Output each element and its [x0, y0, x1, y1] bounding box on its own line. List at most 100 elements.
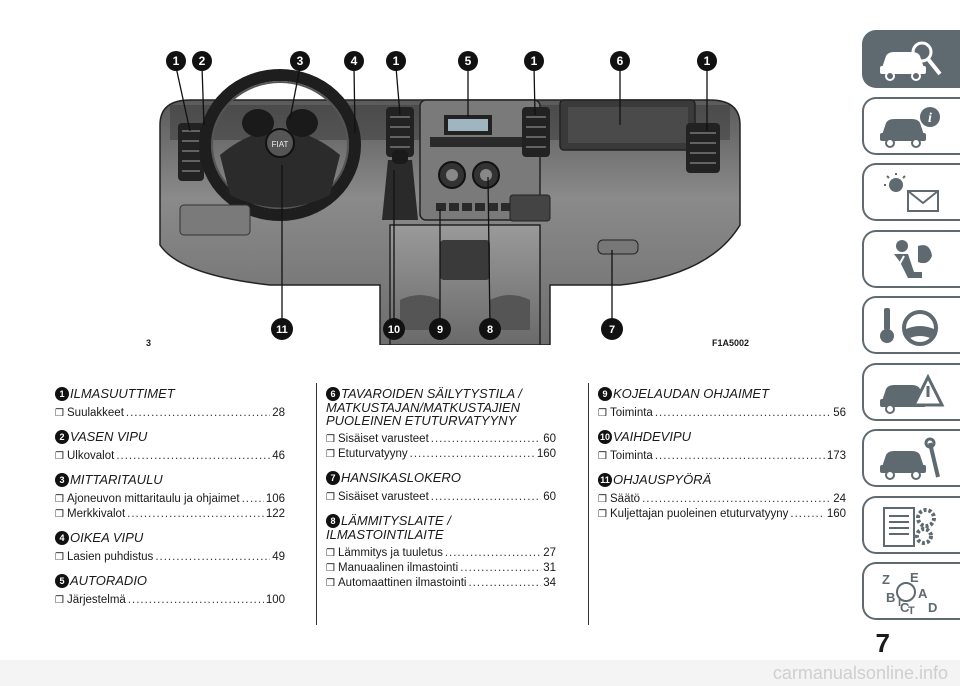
tab-safety[interactable] [862, 229, 960, 288]
section-title: KOJELAUDAN OHJAIMET [613, 386, 770, 401]
dashboard-illustration: FIAT [159, 51, 741, 345]
toc-entry[interactable]: ❒Sisäiset varusteet60 [326, 432, 556, 447]
section-number: 3 [55, 473, 69, 487]
callout-5: 5 [465, 54, 472, 68]
toc-entry[interactable]: ❒Kuljettajan puoleinen etuturvatyyny160 [598, 507, 846, 522]
callout-6: 6 [617, 54, 624, 68]
tab-index[interactable]: Z E A B C T D I [862, 562, 960, 620]
callout-7: 7 [609, 324, 615, 336]
svg-text:B: B [886, 590, 895, 605]
column-divider [588, 383, 589, 625]
section-number: 4 [55, 531, 69, 545]
figure-code: F1A5002 [712, 338, 750, 348]
section-number: 1 [55, 387, 69, 401]
tab-starting-driving[interactable] [862, 296, 960, 354]
svg-text:T: T [908, 605, 915, 616]
toc-entry[interactable]: ❒Ulkovalot46 [55, 449, 285, 464]
section-title-line: ILMASTOINTILAITE [326, 527, 444, 542]
tab-getting-to-know-vehicle[interactable] [862, 30, 960, 88]
toc-entry[interactable]: ❒Järjestelmä100 [55, 593, 285, 608]
callout-11: 11 [276, 324, 288, 336]
callout-1b: 1 [393, 54, 400, 68]
section-title: AUTORADIO [70, 573, 148, 588]
callout-2: 2 [199, 54, 206, 68]
toc-entry[interactable]: ❒Suulakkeet28 [55, 406, 285, 421]
technical-data-gears-icon [883, 506, 936, 547]
toc-entry[interactable]: ❒Automaattinen ilmastointi34 [326, 576, 556, 591]
section-title-line: PUOLEINEN ETUTURVATYYNY [326, 413, 517, 428]
toc-entry[interactable]: ❒Ajoneuvon mittaritaulu ja ohjaimet106 [55, 492, 285, 507]
section-title: LÄMMITYSLAITE / [341, 513, 451, 528]
toc-entry[interactable]: ❒Toiminta173 [598, 449, 846, 464]
toc-entry[interactable]: ❒Lasien puhdistus49 [55, 550, 285, 565]
toc-entry[interactable]: ❒Toiminta56 [598, 406, 846, 421]
chapter-tabs: i [856, 30, 960, 629]
section-number: 10 [598, 430, 612, 444]
airbag-seat-icon [891, 239, 932, 278]
tab-servicing[interactable] [862, 429, 960, 487]
toc-entry[interactable]: ❒Sisäiset varusteet60 [326, 490, 556, 505]
section-number: 11 [598, 473, 612, 487]
alphabetical-index-icon: Z E A B C T D I [882, 570, 937, 616]
toc-entry[interactable]: ❒Lämmitys ja tuuletus27 [326, 546, 556, 561]
toc-entry[interactable]: ❒Manuaalinen ilmastointi31 [326, 561, 556, 576]
car-search-icon [880, 41, 942, 81]
toc-entry[interactable]: ❒Merkkivalot122 [55, 507, 285, 522]
svg-text:E: E [910, 570, 919, 585]
callout-4: 4 [351, 54, 358, 68]
section-title: MITTARITAULU [70, 472, 163, 487]
section-number: 8 [326, 514, 340, 528]
car-emergency-triangle-icon [880, 373, 945, 414]
svg-text:Z: Z [882, 572, 890, 587]
steering-wheel-keys-icon [880, 308, 938, 346]
car-info-icon: i [880, 106, 940, 148]
warning-light-message-icon [884, 173, 939, 212]
fiat-logo: FIAT [272, 140, 289, 149]
section-title-line: MATKUSTAJAN/MATKUSTAJIEN [326, 400, 521, 415]
tab-vehicle-info[interactable]: i [862, 96, 960, 155]
page-number: 7 [875, 628, 890, 658]
section-title: OIKEA VIPU [70, 530, 144, 545]
tab-technical-data[interactable] [862, 495, 960, 554]
svg-text:D: D [928, 600, 937, 615]
section-number: 6 [326, 387, 340, 401]
dashboard-figure: FIAT [146, 45, 750, 348]
callout-9: 9 [437, 324, 443, 336]
section-number: 2 [55, 430, 69, 444]
toc-entry[interactable]: ❒Säätö24 [598, 492, 846, 507]
tab-warning-lights[interactable] [862, 163, 960, 221]
callout-1d: 1 [704, 54, 711, 68]
section-number: 5 [55, 574, 69, 588]
svg-text:A: A [918, 586, 928, 601]
section-title: OHJAUSPYÖRÄ [613, 472, 712, 487]
figure-left-code: 3 [146, 338, 152, 348]
callout-1a: 1 [173, 54, 180, 68]
callout-1c: 1 [531, 54, 538, 68]
tab-emergency[interactable] [862, 362, 960, 421]
car-maintenance-tools-icon [880, 437, 940, 480]
watermark-text: carmanualsonline.info [772, 663, 948, 683]
callout-10: 10 [388, 324, 400, 336]
svg-text:I: I [898, 597, 901, 609]
callout-8: 8 [487, 324, 493, 336]
toc-entry[interactable]: ❒Etuturvatyyny160 [326, 447, 556, 462]
callout-3: 3 [297, 54, 304, 68]
section-title: ILMASUUTTIMET [70, 386, 175, 401]
section-title: VAIHDEVIPU [613, 429, 692, 444]
section-title: VASEN VIPU [70, 429, 148, 444]
section-title: TAVAROIDEN SÄILYTYSTILA / [341, 386, 522, 401]
footer-watermark: carmanualsonline.info [0, 660, 960, 686]
svg-text:i: i [928, 111, 932, 126]
